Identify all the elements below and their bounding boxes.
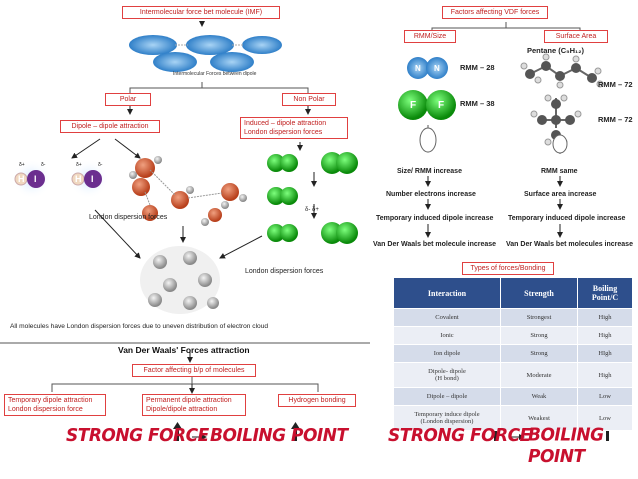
temporary-dipole-box: Temporary dipole attraction London dispe… bbox=[4, 394, 106, 416]
cell-interaction: Dipole- dipole (H bond) bbox=[393, 362, 501, 388]
pentane-linear bbox=[520, 53, 604, 89]
f2-molecule bbox=[398, 90, 456, 120]
rmm72b-label: RMM – 72 bbox=[598, 115, 633, 124]
perm-dipole-line-1: Permanent dipole attraction bbox=[146, 397, 232, 404]
factor-bp-box: Factor affecting b/p of molecules bbox=[132, 364, 256, 377]
hi2-dplus: δ+ bbox=[76, 162, 82, 168]
rmm38-label: RMM – 38 bbox=[460, 99, 495, 108]
n-atom-2: N bbox=[434, 64, 440, 73]
hi-molecule-2 bbox=[69, 159, 109, 199]
strong-force-left: STRONG FORCE bbox=[66, 425, 209, 447]
cell-strength: Moderate bbox=[500, 362, 578, 388]
cell-strength: Strong bbox=[500, 326, 578, 345]
boiling-point-right: BOILING POINT bbox=[528, 425, 604, 467]
vdw-left: Van Der Waals bet molecule increase bbox=[373, 241, 497, 248]
table-row: Temporary induce dipole (London dispersi… bbox=[393, 405, 633, 431]
n-atom-1: N bbox=[415, 64, 421, 73]
cell-interaction: Covalent bbox=[393, 308, 501, 327]
cell-bp: High bbox=[577, 308, 633, 327]
induced-line-2: London dispersion forces bbox=[244, 129, 323, 136]
types-forces-box: Types of forces/Bonding bbox=[462, 262, 554, 275]
forces-table: Interaction Strength Boiling Point/C Cov… bbox=[393, 277, 633, 431]
cell-bp: Low bbox=[577, 405, 633, 431]
cell-strength: Strong bbox=[500, 344, 578, 363]
hi1-dminus: δ- bbox=[41, 162, 46, 168]
hydrogen-bonding-box: Hydrogen bonding bbox=[278, 394, 356, 407]
temp-dipole-line-1: Temporary dipole attraction bbox=[8, 397, 93, 404]
pentane-label: Pentane (C₅H₁₂) bbox=[527, 46, 584, 55]
imf-dipole-image bbox=[129, 35, 282, 72]
polar-box: Polar bbox=[105, 93, 151, 106]
temp-induced-left: Temporary induced dipole increase bbox=[376, 215, 494, 222]
num-electrons-increase: Number electrons increase bbox=[386, 191, 476, 198]
hi1-dplus: δ+ bbox=[19, 162, 25, 168]
temp-dipole-line-2: London dispersion force bbox=[8, 406, 83, 413]
cell-bp: Low bbox=[577, 387, 633, 406]
rmm28-label: RMM – 28 bbox=[460, 63, 495, 72]
size-rmm-increase: Size/ RMM increase bbox=[397, 168, 462, 175]
imf-title-box: Intermolecular force bet molecule (IMF) bbox=[122, 6, 280, 19]
hi2-dminus: δ- bbox=[98, 162, 103, 168]
imf-image-caption: Intermolecular Forces between dipole bbox=[173, 71, 257, 77]
cl2-molecules bbox=[267, 152, 358, 244]
permanent-dipole-box: Permanent dipole attraction Dipole/dipol… bbox=[142, 394, 246, 416]
cell-strength: Strongest bbox=[500, 308, 578, 327]
rmm-same: RMM same bbox=[541, 168, 578, 175]
perm-dipole-line-2: Dipole/dipole attraction bbox=[146, 406, 218, 413]
surface-area-box: Surface Area bbox=[544, 30, 608, 43]
london-label-1: London dispersion forces bbox=[89, 214, 168, 221]
strong-force-right: STRONG FORCE bbox=[388, 425, 531, 447]
cell-interaction: Ionic bbox=[393, 326, 501, 345]
hi2-i-label: I bbox=[91, 174, 94, 184]
cell-bp: High bbox=[577, 362, 633, 388]
table-header-row: Interaction Strength Boiling Point/C bbox=[393, 277, 633, 309]
col-header-strength: Strength bbox=[500, 277, 578, 309]
rmm72a-label: RMM – 72 bbox=[598, 80, 633, 89]
induced-line-1: Induced – dipole attraction bbox=[244, 120, 327, 127]
cell-strength: Weakest bbox=[500, 405, 578, 431]
cell-strength: Weak bbox=[500, 387, 578, 406]
delta-label: δ- δ+ bbox=[305, 207, 319, 213]
boiling-point-left: BOILING POINT bbox=[210, 425, 348, 447]
sa-increase: Surface area increase bbox=[524, 191, 597, 198]
hi1-h-label: H bbox=[18, 174, 25, 184]
london-label-2: London dispersion forces bbox=[245, 268, 324, 275]
cell-bp: HIgh bbox=[577, 344, 633, 363]
hi1-i-label: I bbox=[34, 174, 37, 184]
col-header-boiling: Boiling Point/C bbox=[577, 277, 633, 309]
col-header-interaction: Interaction bbox=[393, 277, 501, 309]
temp-induced-right: Temporary induced dipole increase bbox=[508, 215, 626, 222]
induced-dipole-box: Induced – dipole attraction London dispe… bbox=[240, 117, 348, 139]
all-molecules-note: All molecules have London dispersion for… bbox=[10, 323, 269, 330]
factors-vdf-box: Factors affecting VDF forces bbox=[442, 6, 548, 19]
london-cluster bbox=[140, 246, 220, 314]
vdw-title: Van Der Waals' Forces attraction bbox=[118, 345, 250, 355]
cell-interaction: Dipole – dipole bbox=[393, 387, 501, 406]
n2-molecule bbox=[407, 57, 448, 79]
water-cluster bbox=[129, 156, 247, 226]
hi2-h-label: H bbox=[75, 174, 82, 184]
pentane-branched bbox=[530, 94, 582, 146]
cell-bp: High bbox=[577, 326, 633, 345]
vdw-right: Van Der Waals bet molecules increase bbox=[506, 241, 633, 248]
cell-interaction: Temporary induce dipole (London dispersi… bbox=[393, 405, 501, 431]
cell-interaction: Ion dipole bbox=[393, 344, 501, 363]
nonpolar-box: Non Polar bbox=[282, 93, 336, 106]
f-atom-1: F bbox=[410, 100, 417, 111]
hi-molecule-1 bbox=[12, 159, 52, 199]
f-atom-2: F bbox=[438, 100, 445, 111]
rmm-size-box: RMM/Size bbox=[404, 30, 456, 43]
dipole-dipole-box: Dipole – dipole attraction bbox=[60, 120, 160, 133]
